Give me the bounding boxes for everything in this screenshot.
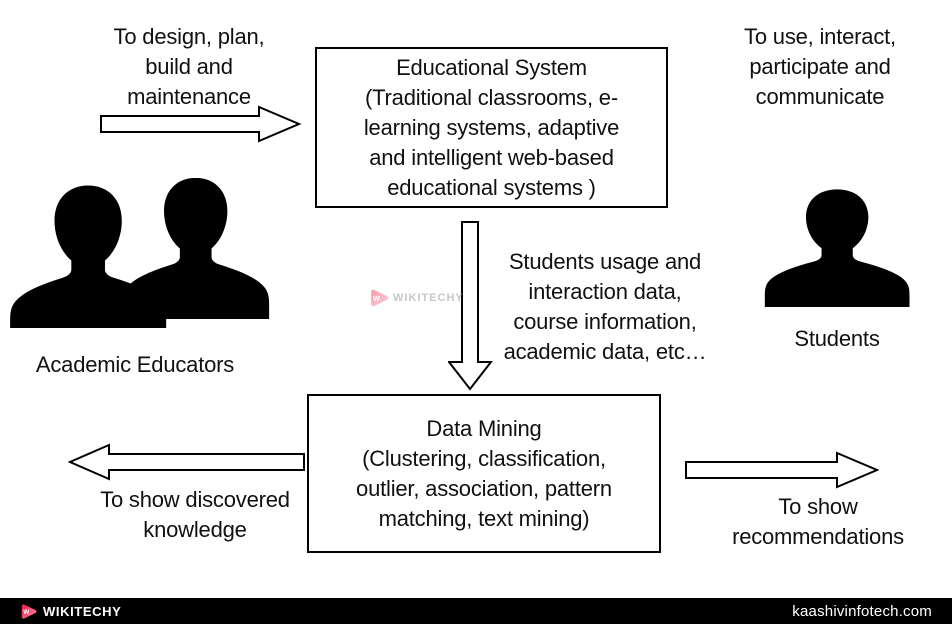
box-text-line: Educational System: [396, 54, 587, 80]
right-block-arrow-top: [100, 105, 302, 143]
flow-label-line: course information,: [513, 309, 697, 334]
flow-label-line: To show: [778, 494, 858, 519]
bottom-left-flow-label: To show discovered knowledge: [60, 485, 330, 545]
students-label-text: Students: [794, 326, 880, 351]
wikitechy-play-icon: W: [21, 603, 37, 619]
top-right-flow-label: To use, interact, participate and commun…: [700, 22, 940, 112]
box-text-line: outlier, association, pattern: [356, 475, 612, 501]
flow-label-line: interaction data,: [528, 279, 682, 304]
footer-brand: W WIKITECHY: [20, 603, 121, 620]
left-block-arrow: [68, 443, 305, 481]
flow-label-line: To use, interact,: [744, 24, 896, 49]
box-text-line: (Traditional classrooms, e-: [365, 84, 618, 110]
flow-label-line: knowledge: [143, 517, 247, 542]
bottom-right-flow-label: To show recommendations: [698, 492, 938, 552]
flow-label-line: academic data, etc…: [503, 339, 707, 364]
right-block-arrow-bottom: [685, 451, 879, 489]
flow-label-line: communicate: [755, 84, 885, 109]
flow-label-line: participate and: [749, 54, 891, 79]
footer-brand-text: WIKITECHY: [43, 603, 122, 619]
down-block-arrow: [448, 221, 493, 391]
educational-system-box: Educational System (Traditional classroo…: [315, 47, 668, 208]
box-text-line: (Clustering, classification,: [362, 445, 606, 471]
middle-flow-label: Students usage and interaction data, cou…: [480, 247, 730, 367]
flow-label-line: recommendations: [732, 524, 904, 549]
svg-text:W: W: [23, 608, 29, 615]
educators-label-text: Academic Educators: [35, 352, 235, 377]
flow-label-line: maintenance: [127, 84, 251, 109]
students-label: Students: [757, 324, 917, 354]
top-left-flow-label: To design, plan, build and maintenance: [58, 22, 320, 112]
box-text-line: learning systems, adaptive: [363, 114, 620, 140]
flow-label-line: To design, plan,: [113, 24, 265, 49]
watermark: W WIKITECHY: [369, 288, 464, 308]
students-icon: [764, 189, 910, 307]
data-mining-box: Data Mining (Clustering, classification,…: [307, 394, 661, 553]
educators-label: Academic Educators: [15, 350, 255, 380]
academic-educators-icon: [10, 178, 270, 328]
watermark-brand-text: WIKITECHY: [393, 292, 464, 304]
box-text-line: matching, text mining): [378, 505, 590, 531]
flow-label-line: To show discovered: [100, 487, 290, 512]
svg-text:W: W: [373, 294, 381, 303]
box-text-line: and intelligent web-based: [369, 144, 614, 170]
box-text-line: educational systems ): [387, 174, 596, 200]
footer-website: kaashivinfotech.com: [792, 602, 932, 620]
flow-label-line: build and: [145, 54, 233, 79]
box-text-line: Data Mining: [426, 415, 542, 441]
footer-bar: W WIKITECHY kaashivinfotech.com: [0, 598, 952, 624]
flow-label-line: Students usage and: [508, 249, 702, 274]
wikitechy-play-icon: W: [371, 289, 389, 307]
